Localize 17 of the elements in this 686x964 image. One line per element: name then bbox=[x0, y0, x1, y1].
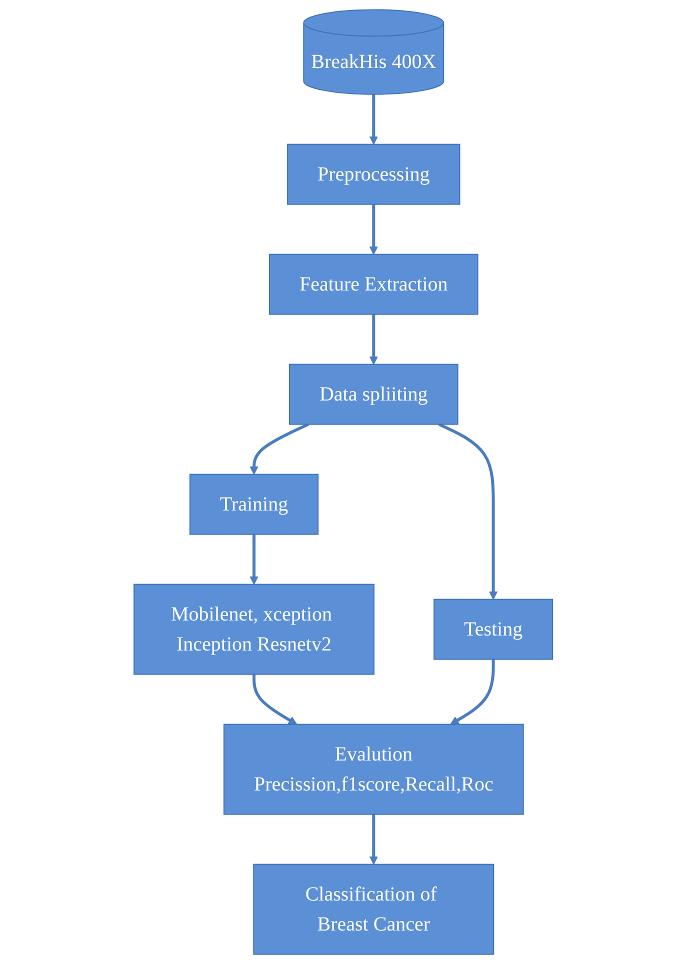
arrow bbox=[368, 814, 378, 865]
node-box: Testing bbox=[433, 598, 553, 660]
arrow bbox=[249, 534, 258, 585]
arrow bbox=[368, 204, 378, 255]
node-box: Classification of Breast Cancer bbox=[252, 864, 494, 955]
node-box: Mobilenet, xception Inception Resnetv2 bbox=[133, 584, 374, 675]
arrow bbox=[368, 94, 378, 145]
arrow bbox=[368, 314, 378, 365]
node-box: Data spliiting bbox=[288, 364, 458, 425]
arrow bbox=[249, 422, 309, 475]
node-box: Evalution Precission,f1score,Recall,Roc bbox=[223, 724, 524, 815]
arrow bbox=[450, 659, 494, 725]
arrow bbox=[252, 674, 297, 725]
node-box: Preprocessing bbox=[286, 144, 460, 205]
node-box: Training bbox=[189, 474, 318, 535]
arrow bbox=[438, 422, 498, 600]
node-box: Feature Extraction bbox=[268, 254, 478, 315]
